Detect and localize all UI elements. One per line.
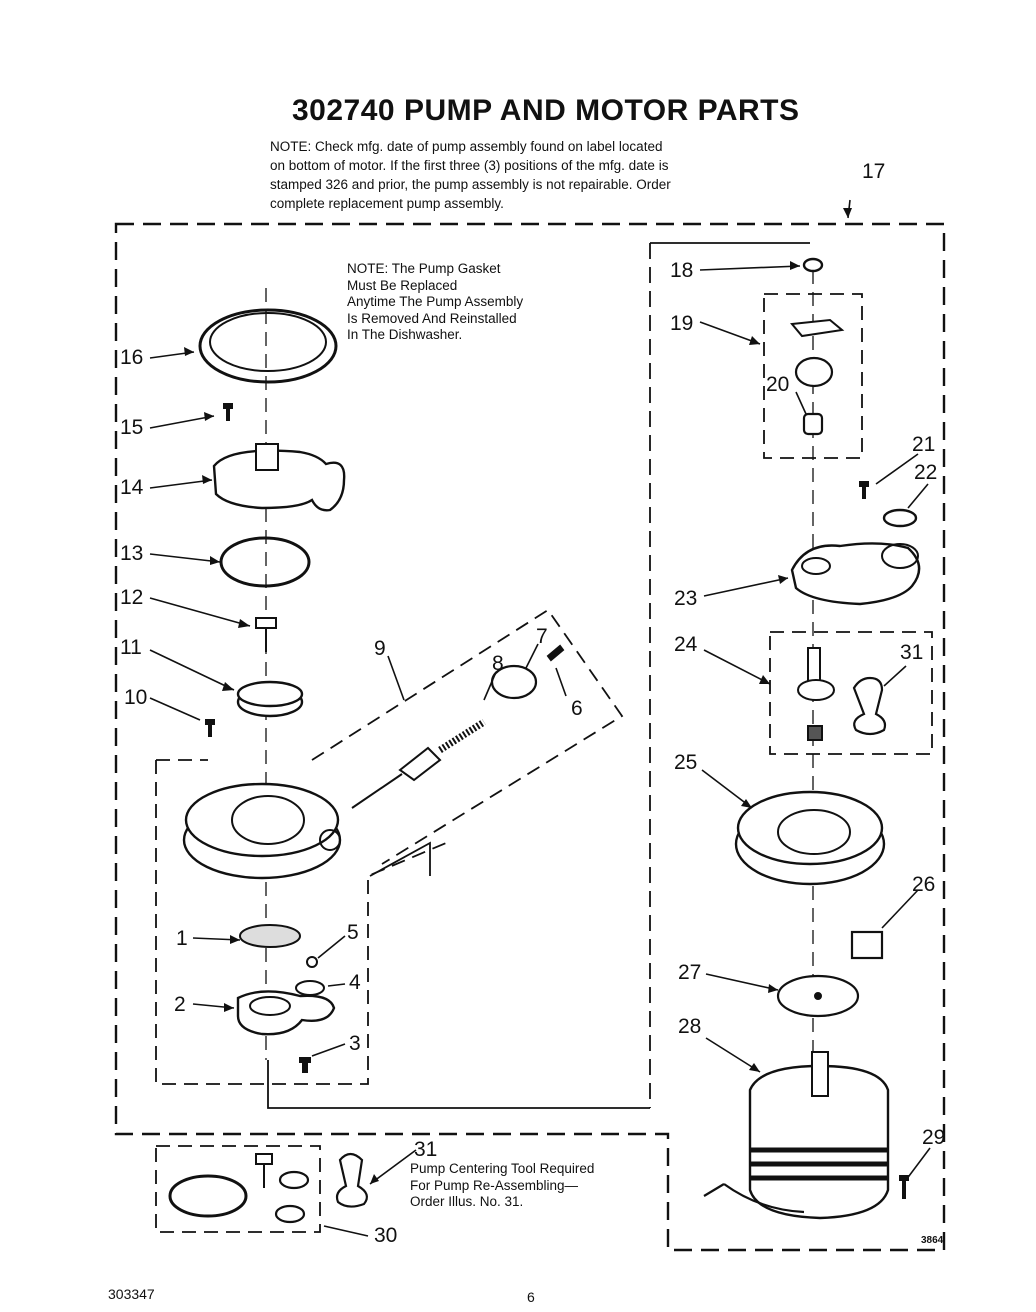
part-8-spring [438,719,486,753]
part-2-pump-base [236,990,336,1036]
callout-18: 18 [670,259,694,282]
callout-27: 27 [678,961,702,984]
part-14-pump-cover [212,449,346,512]
motor-wire-harness [703,1183,805,1214]
callout-2: 2 [174,993,186,1016]
callout-26: 26 [912,873,936,896]
callout-15: 15 [120,416,144,439]
valve-group-box [311,608,624,865]
part-13-o-ring [219,536,311,588]
part-6-screw [546,644,565,662]
callout-24: 24 [674,633,698,656]
kit-o-ring-a [278,1170,310,1190]
leader-arrowheads [184,208,852,1184]
part-16-pump-gasket [198,308,338,384]
page-title: 302740 PUMP AND MOTOR PARTS [292,94,800,127]
part-3-screw [299,1057,311,1073]
leader-lines [149,199,931,1237]
callout-19: 19 [670,312,694,335]
callout-1: 1 [176,927,188,950]
part-22-o-ring [882,508,918,528]
part-12-screw [255,617,277,629]
callout-7: 7 [536,625,548,648]
part-20-seal-seat [802,412,824,436]
drawing-code: 3864 [921,1235,944,1246]
callout-29: 29 [922,1126,946,1149]
valve-plunger [398,746,442,782]
callout-17: 17 [862,160,886,183]
callout-9: 9 [374,637,386,660]
callout-11: 11 [120,636,142,659]
callout-5: 5 [347,921,359,944]
callout-20: 20 [766,373,790,396]
callout-14: 14 [120,476,144,499]
part-21-screw [859,481,869,499]
kit-gasket [168,1174,248,1218]
kit-screw [255,1153,273,1188]
part-10-screw [205,719,215,737]
callout-4: 4 [349,971,361,994]
callout-6: 6 [571,697,583,720]
part-18-washer [802,257,824,273]
shaft-group-box [769,631,933,755]
callout-3: 3 [349,1032,361,1055]
callout-31-bottom: 31 [414,1138,438,1161]
part-26-terminal-block [850,930,884,960]
document-number: 303347 [108,1286,155,1302]
part-15-screw [223,403,233,421]
callout-28: 28 [678,1015,702,1038]
callout-12: 12 [120,586,144,609]
callout-16: 16 [120,346,144,369]
callout-31-right: 31 [900,641,924,664]
part-31-centering-tool [852,676,887,736]
callout-25: 25 [674,751,698,774]
callout-10: 10 [124,686,148,709]
callout-23: 23 [674,587,698,610]
callout-13: 13 [120,542,144,565]
part-4-gasket [295,980,325,996]
part-19-seal-plate [790,318,845,338]
note-pump-gasket: NOTE: The Pump Gasket Must Be Replaced A… [347,261,524,342]
callout-30: 30 [374,1224,398,1247]
kit-o-ring-b [274,1204,306,1224]
shaft-nut [807,725,823,741]
part-1-filter-screen [239,924,301,948]
note-centering-tool: Pump Centering Tool Required For Pump Re… [410,1161,595,1209]
page-number: 6 [527,1289,535,1305]
kit-box [155,1145,321,1233]
pump-subassembly-box [155,759,447,1085]
callout-22: 22 [914,461,938,484]
kit-centering-tool [335,1152,368,1208]
callout-8: 8 [492,652,504,675]
assembly-boundary [114,222,946,1252]
part-5-ball [306,956,318,968]
part-19-seal [794,356,834,388]
callout-21: 21 [912,433,936,456]
note-mfg-date: NOTE: Check mfg. date of pump assembly f… [270,139,671,211]
